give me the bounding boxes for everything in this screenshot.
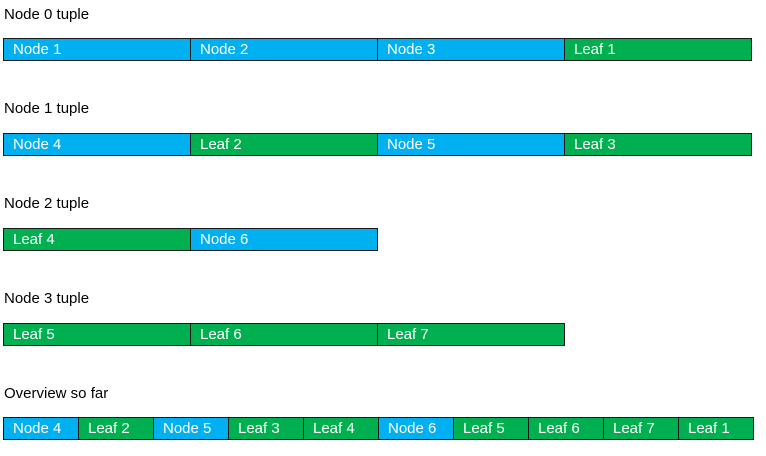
tuple-cell: Node 3 <box>377 38 565 61</box>
tuple-cell: Node 4 <box>3 133 191 156</box>
tuple-row-node-0: Node 1 Node 2 Node 3 Leaf 1 <box>3 38 752 61</box>
overview-cell: Leaf 1 <box>678 417 754 440</box>
tuple-cell: Node 6 <box>190 228 378 251</box>
section-title-node-1: Node 1 tuple <box>4 100 90 117</box>
section-title-node-0: Node 0 tuple <box>4 6 90 23</box>
tuple-row-node-1: Node 4 Leaf 2 Node 5 Leaf 3 <box>3 133 752 156</box>
tuple-cell: Node 2 <box>190 38 378 61</box>
overview-cell: Node 5 <box>153 417 229 440</box>
tuple-cell: Leaf 3 <box>564 133 752 156</box>
overview-cell: Leaf 3 <box>228 417 304 440</box>
tuple-cell: Leaf 4 <box>3 228 191 251</box>
tuple-cell: Node 5 <box>377 133 565 156</box>
tuple-cell: Leaf 5 <box>3 323 191 346</box>
section-title-node-3: Node 3 tuple <box>4 290 90 307</box>
tuple-cell: Leaf 1 <box>564 38 752 61</box>
overview-row: Node 4 Leaf 2 Node 5 Leaf 3 Leaf 4 Node … <box>3 417 754 440</box>
tuple-cell: Leaf 7 <box>377 323 565 346</box>
overview-cell: Node 6 <box>378 417 454 440</box>
overview-cell: Node 4 <box>3 417 79 440</box>
overview-cell: Leaf 6 <box>528 417 604 440</box>
tuple-cell: Leaf 2 <box>190 133 378 156</box>
tuple-cell: Leaf 6 <box>190 323 378 346</box>
tuple-row-node-3: Leaf 5 Leaf 6 Leaf 7 <box>3 323 565 346</box>
tuple-row-node-2: Leaf 4 Node 6 <box>3 228 378 251</box>
tuple-cell: Node 1 <box>3 38 191 61</box>
overview-cell: Leaf 4 <box>303 417 379 440</box>
section-title-overview: Overview so far <box>4 385 109 402</box>
overview-cell: Leaf 5 <box>453 417 529 440</box>
overview-cell: Leaf 2 <box>78 417 154 440</box>
overview-cell: Leaf 7 <box>603 417 679 440</box>
section-title-node-2: Node 2 tuple <box>4 195 90 212</box>
